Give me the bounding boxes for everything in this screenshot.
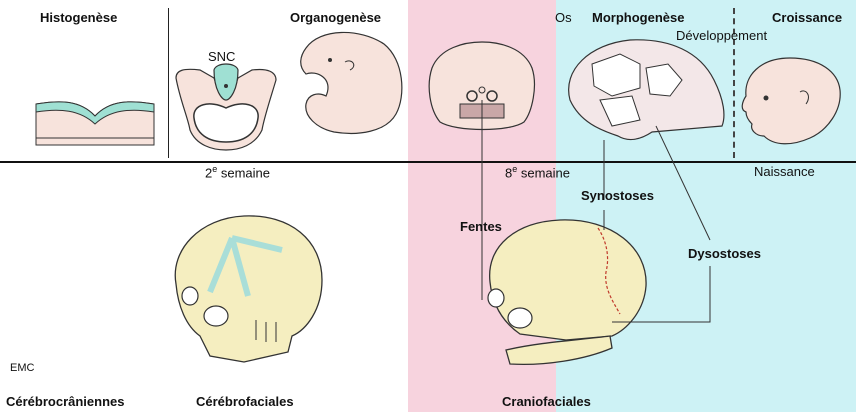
organogenese-label: Organogenèse [290, 10, 381, 25]
week-2-text: semaine [221, 165, 270, 180]
emc-logo: EMC [10, 362, 34, 374]
week-8-text: semaine [521, 165, 570, 180]
skull-right-illustration [488, 220, 646, 364]
croissance-label: Croissance [772, 10, 842, 25]
category-craniofaciales: Craniofaciales [502, 394, 591, 409]
week-8-superscript: e [512, 164, 517, 174]
skull-left-illustration [175, 216, 322, 362]
category-cerebrocraniennes: Cérébrocrâniennes [6, 394, 125, 409]
infant-profile-illustration [742, 58, 840, 144]
week-2-label: 2e semaine [205, 164, 270, 180]
synostoses-label: Synostoses [581, 188, 654, 203]
histogenese-label: Histogenèse [40, 10, 117, 25]
embryo-illustration [301, 32, 402, 133]
snc-label: SNC [208, 49, 235, 64]
fetal-skull-lateral-illustration [569, 40, 724, 140]
histogenesis-plate-illustration [36, 102, 154, 145]
morphogenese-label: Morphogenèse [592, 10, 684, 25]
os-label: Os [555, 10, 572, 25]
neural-tube-illustration [176, 64, 276, 150]
week-8-label: 8e semaine [505, 164, 570, 180]
developpement-label: Développement [676, 28, 767, 43]
week-2-superscript: e [212, 164, 217, 174]
dysostoses-label: Dysostoses [688, 246, 761, 261]
category-cerebrofaciales: Cérébrofaciales [196, 394, 294, 409]
naissance-label: Naissance [754, 164, 815, 179]
fentes-label: Fentes [460, 219, 502, 234]
